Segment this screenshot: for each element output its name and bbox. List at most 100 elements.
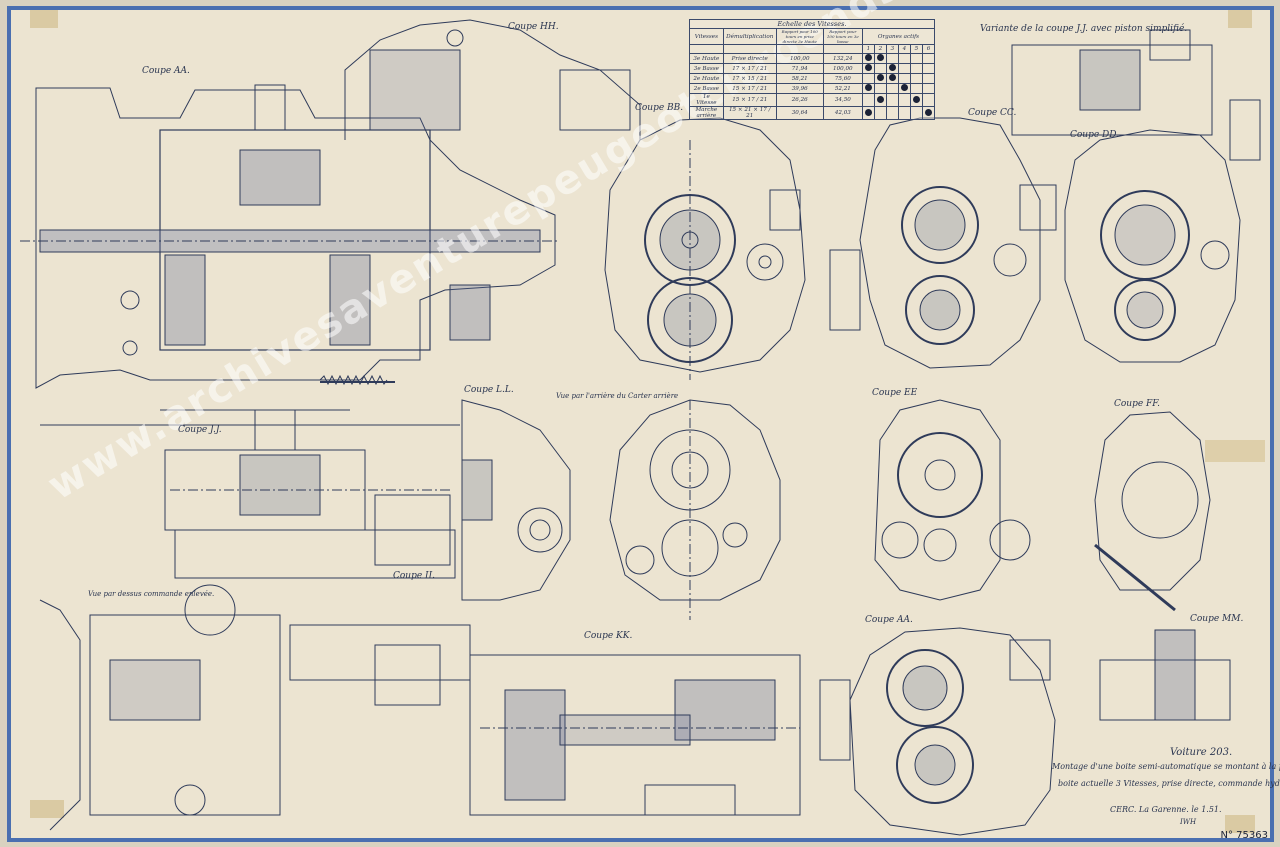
tape-mark <box>1225 815 1255 833</box>
gear-cell-organe <box>861 83 875 94</box>
active-dot-icon <box>876 54 884 61</box>
gear-cell-organe <box>921 73 936 84</box>
section-dd <box>1064 129 1241 363</box>
gear-cell-organe <box>861 73 875 84</box>
gear-cell-organe <box>861 93 875 107</box>
title-line-4: CERC. La Garenne. le 1.51. <box>1110 805 1222 814</box>
section-mm <box>1099 629 1231 721</box>
gear-cell-organe <box>909 53 923 64</box>
tape-mark <box>30 800 64 818</box>
gear-cell-vitesse: 2e Haute <box>689 73 724 84</box>
gear-cell-demultiplication: 15 × 17 / 21 <box>722 83 777 94</box>
section-kk <box>469 654 801 816</box>
gear-cell-organe <box>897 83 911 94</box>
gear-cell-rapport-2: 42,03 <box>822 106 863 120</box>
label-coupe-dd: Coupe DD. <box>1070 130 1120 140</box>
title-line-2: Montage d'une boite semi-automatique se … <box>1052 762 1280 771</box>
label-coupe-ee: Coupe EE <box>872 388 918 398</box>
gear-cell-organe <box>861 63 875 74</box>
title-voiture: Voiture 203. <box>1170 747 1233 758</box>
gear-cell-organe <box>885 63 899 74</box>
gear-cell-organe <box>885 73 899 84</box>
section-jj <box>164 409 456 579</box>
gear-cell-organe <box>909 83 923 94</box>
header-col-5: 5 <box>909 44 923 54</box>
gear-cell-organe <box>909 93 923 107</box>
gear-cell-organe <box>921 53 936 64</box>
gear-cell-demultiplication: 15 × 21 × 17 / 21 <box>722 106 777 120</box>
tape-mark <box>30 10 58 28</box>
active-dot-icon <box>900 84 908 91</box>
header-col-4: 4 <box>897 44 911 54</box>
label-variante-jj: Variante de la coupe J.J. avec piston si… <box>980 24 1188 34</box>
active-dot-icon <box>876 95 884 103</box>
label-coupe-cc: Coupe CC. <box>968 108 1017 118</box>
active-dot-icon <box>864 64 872 71</box>
section-variant-jj <box>1011 29 1261 161</box>
tape-mark <box>1205 440 1265 462</box>
header-col-6: 6 <box>921 44 936 54</box>
gear-cell-organe <box>897 73 911 84</box>
label-coupe-mm: Coupe MM. <box>1190 614 1244 624</box>
rear-carter-view <box>609 399 781 620</box>
gear-cell-rapport-1: 58,21 <box>775 73 824 84</box>
label-coupe-aa-bottom: Coupe AA. <box>865 615 913 625</box>
gear-cell-organe <box>873 63 887 74</box>
gear-cell-vitesse: 1e Vitesse <box>689 93 724 107</box>
section-aa-main <box>20 84 560 426</box>
gear-cell-organe <box>873 93 887 107</box>
gear-cell-organe <box>897 93 911 107</box>
label-coupe-jj: Coupe J.J. <box>178 425 222 435</box>
active-dot-icon <box>864 84 872 91</box>
gear-cell-organe <box>873 83 887 94</box>
gear-cell-organe <box>897 106 911 120</box>
header-vitesses: Vitesses <box>689 28 724 45</box>
active-dot-icon <box>912 95 920 103</box>
gear-cell-organe <box>885 93 899 107</box>
label-coupe-aa: Coupe AA. <box>142 66 190 76</box>
gear-cell-rapport-2: 132,24 <box>822 53 863 64</box>
gear-cell-demultiplication: Prise directe <box>722 53 777 64</box>
header-organes: Organes actifs <box>861 28 936 45</box>
section-aa-bottom <box>819 627 1056 836</box>
header-col-2: 2 <box>873 44 887 54</box>
gear-cell-rapport-2: 52,21 <box>822 83 863 94</box>
section-ll <box>461 399 571 601</box>
drawing-number: N° 75363 <box>1220 830 1268 841</box>
gear-cell-vitesse: Marche arrière <box>689 106 724 120</box>
gear-cell-rapport-1: 39,96 <box>775 83 824 94</box>
gear-ratio-table: Echelle des Vitesses. Vitesses Démultipl… <box>689 19 936 120</box>
gear-cell-organe <box>885 53 899 64</box>
active-dot-icon <box>864 54 872 61</box>
label-vue-commande: Vue par dessus commande enlevée. <box>88 590 215 598</box>
gear-cell-organe <box>873 106 887 120</box>
label-coupe-hh: Coupe HH. <box>508 22 559 32</box>
active-dot-icon <box>888 74 896 81</box>
tape-mark <box>1228 10 1252 28</box>
header-col-3: 3 <box>885 44 899 54</box>
gear-cell-organe <box>861 106 875 120</box>
active-dot-icon <box>888 64 896 71</box>
gear-cell-organe <box>921 83 936 94</box>
label-coupe-ff: Coupe FF. <box>1114 399 1160 409</box>
section-hh <box>344 19 641 140</box>
gear-cell-organe <box>921 63 936 74</box>
gear-cell-organe <box>885 106 899 120</box>
label-coupe-ii: Coupe II. <box>393 571 436 581</box>
header-rapport-2: Rapport pour 100 tours en 3e basse <box>822 28 863 45</box>
section-ee <box>874 399 1031 601</box>
gear-cell-rapport-1: 26,26 <box>775 93 824 107</box>
header-demultiplication: Démultiplication <box>722 28 777 45</box>
gear-cell-organe <box>909 73 923 84</box>
header-rapport-1: Rapport pour 100 tours en prise directe … <box>775 28 824 45</box>
gear-cell-organe <box>921 106 936 120</box>
label-coupe-kk: Coupe KK. <box>584 631 633 641</box>
gear-cell-vitesse: 3e Haute <box>689 53 724 64</box>
